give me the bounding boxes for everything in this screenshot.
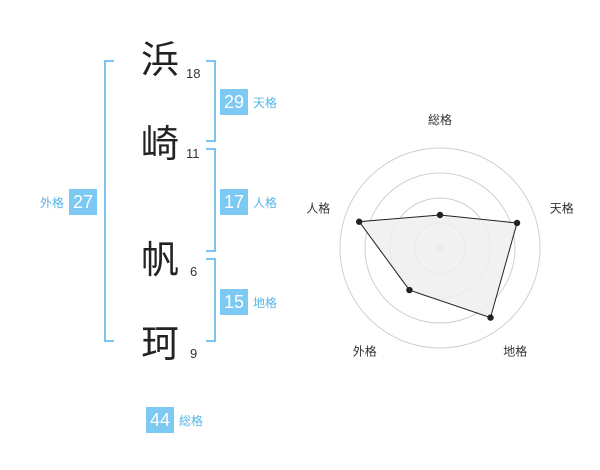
gaikaku-value: 27 [69,189,98,215]
chikaku-value: 15 [220,289,248,315]
radar-grid-ring-4 [339,147,541,349]
tenkaku-label: 天格 [253,95,278,110]
stroke-count-4: 9 [190,346,198,361]
name-char-4: 珂 [140,322,179,366]
radar-value-polygon [358,214,518,319]
radar-axis-label-5: 人格 [306,200,330,215]
tenkaku-bracket [206,60,216,142]
stroke-count-2: 11 [186,146,200,161]
radar-point-4 [406,286,413,294]
tenkaku-value: 29 [220,89,248,115]
radar-point-5 [355,218,363,225]
gaikaku-label: 外格 [40,195,65,210]
chikaku-label: 地格 [253,295,278,310]
stroke-count-1: 18 [186,66,201,81]
name-char-3: 帆 [140,238,179,282]
stroke-count-3: 6 [190,264,198,279]
jinkaku-label: 人格 [253,195,278,210]
chikaku-bracket [206,258,216,342]
radar-axis-label-2: 天格 [550,200,574,215]
radar-grid-ring-3 [364,172,516,324]
radar-point-2 [513,219,521,227]
name-char-1: 浜 [140,38,179,82]
chikaku-badge: 15 地格 [220,289,277,315]
soukaku-label: 総格 [179,413,204,428]
tenkaku-badge: 29 天格 [220,89,277,115]
jinkaku-value: 17 [220,189,248,215]
jinkaku-badge: 17 人格 [220,189,277,215]
soukaku-value: 44 [146,407,174,433]
soukaku-badge: 44 総格 [146,407,203,433]
radar-axis-label-3: 地格 [503,344,527,359]
radar-point-3 [487,314,494,321]
gaikaku-badge: 外格 27 [40,189,98,215]
jinkaku-bracket [206,148,216,252]
name-char-2: 崎 [140,122,179,166]
gaikaku-bracket [104,60,114,342]
radar-point-1 [436,211,444,219]
radar-axis-label-4: 外格 [353,344,377,359]
radar-axis-label-1: 総格 [428,112,452,127]
